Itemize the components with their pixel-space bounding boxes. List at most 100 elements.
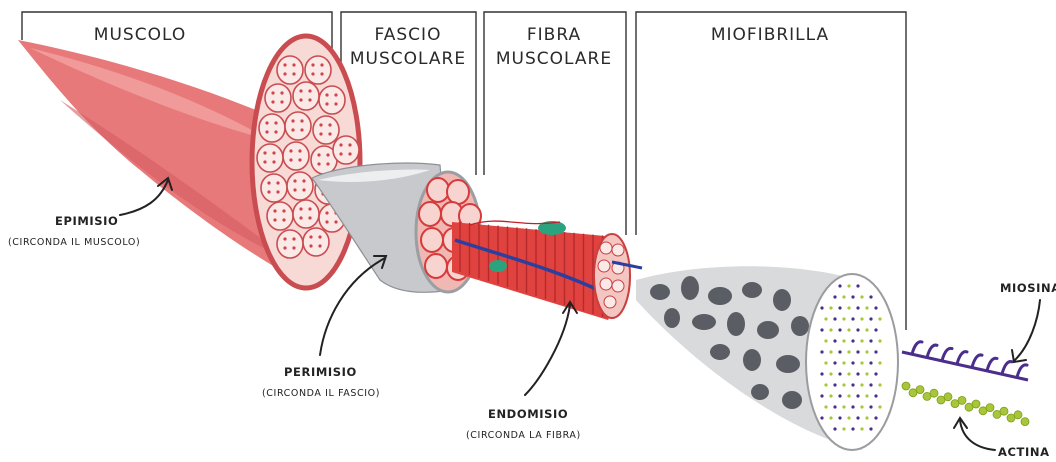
muscle-fiber-dot — [309, 235, 312, 238]
mitochondrion — [708, 287, 732, 305]
header-fibra-line1: FIBRA — [527, 25, 581, 45]
muscle-fascicle — [261, 174, 287, 202]
muscle-fiber-dot — [320, 72, 323, 75]
actin-bead — [972, 400, 980, 408]
myofilament-dot — [856, 284, 859, 287]
actin-bead — [902, 382, 910, 390]
muscle-fiber-dot — [263, 160, 266, 163]
muscle-fiber-dot — [265, 121, 268, 124]
muscle-fiber-dot — [326, 162, 329, 165]
mitochondrion — [776, 355, 800, 373]
muscle-fiber-dot — [308, 216, 311, 219]
muscle-fiber-dot — [300, 119, 303, 122]
myofilament-dot — [874, 416, 877, 419]
muscle-fiber-dot — [319, 132, 322, 135]
myofilament-dot — [842, 339, 845, 342]
header-fascio-line2: MUSCOLARE — [350, 49, 466, 69]
muscle-fiber-dot — [293, 179, 296, 182]
muscle-fiber-dot — [283, 246, 286, 249]
myofilament-dot — [847, 394, 850, 397]
muscle-fiber-dot — [289, 158, 292, 161]
muscle-fiber-dot — [334, 102, 337, 105]
label-endomisio: ENDOMISIO — [488, 407, 568, 421]
myofilament-dot — [838, 350, 841, 353]
myofibril-unit — [598, 260, 610, 272]
myofilament-dot — [851, 361, 854, 364]
myofibril-unit — [604, 296, 616, 308]
myofilament-dot — [838, 306, 841, 309]
myofibril-unit — [600, 242, 612, 254]
actin-bead — [986, 404, 994, 412]
muscle-fiber-dot — [311, 72, 314, 75]
muscle-fiber-dot — [292, 72, 295, 75]
muscle-fiber-dot — [272, 151, 275, 154]
myofilament-dot — [860, 405, 863, 408]
myofilament-dot — [829, 328, 832, 331]
myosin-head — [972, 355, 982, 367]
muscle-fiber-dot — [308, 89, 311, 92]
myofilament-dot — [856, 328, 859, 331]
myofilament-dot — [838, 394, 841, 397]
myofilament-dot — [869, 317, 872, 320]
bracket-fibra — [484, 12, 626, 235]
myofilament-dot — [865, 416, 868, 419]
myofilament-dot — [860, 317, 863, 320]
myofilament-dot — [856, 394, 859, 397]
muscle-fiber-dot — [318, 235, 321, 238]
fascicle-fiber — [447, 180, 469, 204]
myofilament-dot — [878, 361, 881, 364]
myosin-filament — [902, 342, 1028, 380]
muscle-fiber-dot — [263, 151, 266, 154]
myofilament-dot — [847, 306, 850, 309]
muscle-fiber-dot — [291, 119, 294, 122]
muscle-fiber-dot — [317, 162, 320, 165]
label-actina: ACTINA — [998, 445, 1050, 459]
myofilament-dot — [833, 383, 836, 386]
endomisio-arrow — [525, 305, 570, 395]
muscle-fiber-dot — [348, 143, 351, 146]
myofilament-dot — [865, 306, 868, 309]
muscle-fiber-dot — [318, 244, 321, 247]
myofilament-dot — [869, 295, 872, 298]
fascicle-fiber — [425, 254, 447, 278]
muscle-fascicle — [319, 86, 345, 114]
myofilament-dot — [869, 361, 872, 364]
myofilament-dot — [851, 295, 854, 298]
myosin-head — [927, 345, 937, 357]
muscle-fiber-dot — [319, 123, 322, 126]
muscle-fascicle — [303, 228, 329, 256]
myofilament-dot — [829, 416, 832, 419]
muscle-fascicle — [293, 200, 319, 228]
myofilament-dot — [847, 372, 850, 375]
muscle-fiber-dot — [291, 128, 294, 131]
muscle-fascicle — [277, 56, 303, 84]
myofilament-dot — [874, 328, 877, 331]
myofilament-dot — [842, 383, 845, 386]
actin-bead — [1014, 411, 1022, 419]
myofilament-dot — [833, 361, 836, 364]
myofibril-illustration — [636, 266, 898, 450]
muscle-fiber-dot — [299, 89, 302, 92]
muscle-fiber-dot — [328, 132, 331, 135]
myofilament-dot — [847, 328, 850, 331]
label-miosina: MIOSINA — [1000, 281, 1056, 295]
header-fascio-line1: FASCIO — [375, 25, 442, 45]
muscle-fiber-dot — [348, 152, 351, 155]
mitochondrion — [650, 284, 670, 300]
myofilament-dot — [820, 372, 823, 375]
myofilament-dot — [878, 405, 881, 408]
muscle-fascicle — [259, 114, 285, 142]
myofilament-dot — [842, 427, 845, 430]
myofilament-dot — [860, 361, 863, 364]
muscle-fascicle — [257, 144, 283, 172]
muscle-fiber-dot — [320, 63, 323, 66]
actin-bead — [916, 386, 924, 394]
muscle-fiber-dot — [282, 218, 285, 221]
myofilament-dot — [833, 295, 836, 298]
actin-bead — [1021, 418, 1029, 426]
myofilament-dot — [860, 383, 863, 386]
muscle-fiber-dot — [309, 244, 312, 247]
myofilament-dot — [820, 416, 823, 419]
muscle-fiber-dot — [298, 149, 301, 152]
myofilament-dot — [820, 394, 823, 397]
